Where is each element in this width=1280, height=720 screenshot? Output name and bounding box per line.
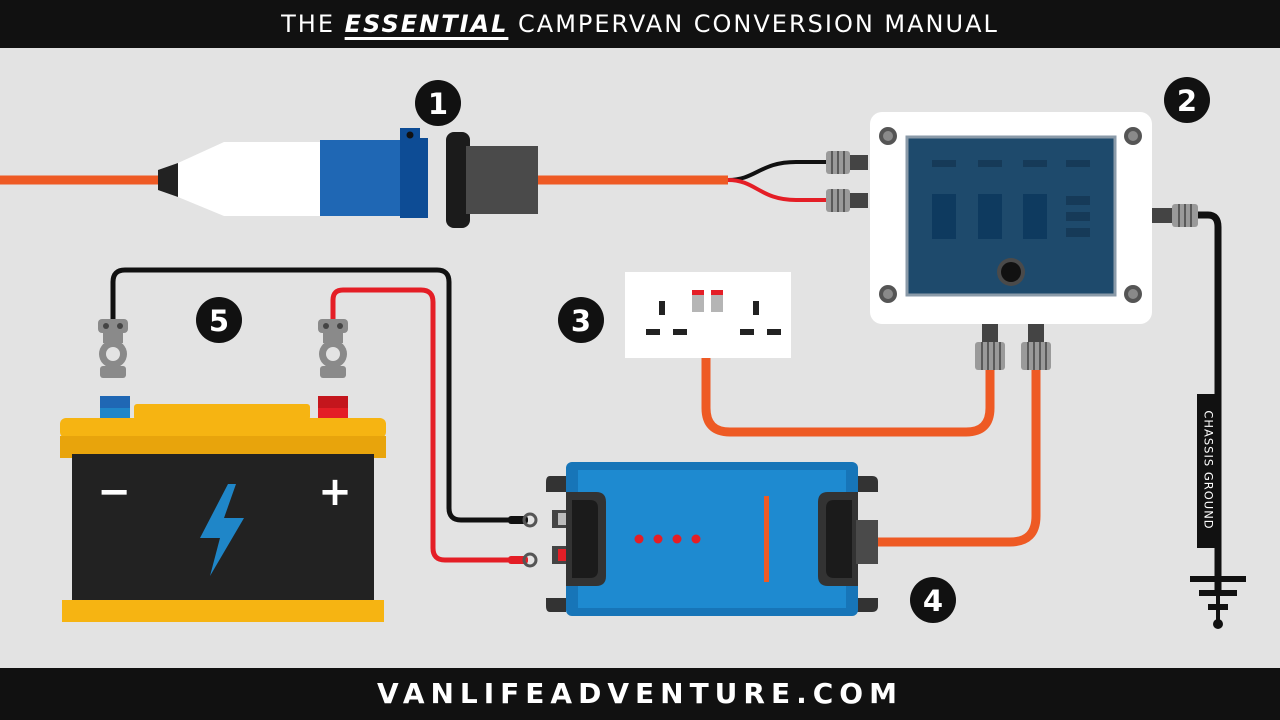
marker-4: 4 xyxy=(910,577,956,623)
battery-negative-wire xyxy=(110,267,510,523)
consumer-unit xyxy=(826,112,1198,370)
title-suffix: CAMPERVAN CONVERSION MANUAL xyxy=(508,10,999,38)
battery-charger xyxy=(508,462,878,616)
svg-text:3: 3 xyxy=(571,304,591,338)
leisure-battery: − + xyxy=(60,319,386,622)
battery-clamp-negative xyxy=(98,319,128,378)
socket-faceplate xyxy=(625,272,791,358)
page-title: THE ESSENTIAL CAMPERVAN CONVERSION MANUA… xyxy=(0,0,1280,48)
inlet-body xyxy=(466,146,538,214)
marker-1: 1 xyxy=(415,80,461,126)
charger-ac-inlet xyxy=(856,520,878,564)
plug-blue-collar xyxy=(400,138,428,218)
chassis-ground-label: CHASSIS GROUND xyxy=(1202,410,1216,529)
battery-positive-sign: + xyxy=(318,469,352,515)
charger-status-leds xyxy=(634,534,701,544)
battery-lid xyxy=(60,418,386,438)
socket-switch-right xyxy=(711,290,723,312)
charger-mounting-tabs xyxy=(546,476,878,612)
consumer-unit-gland-ground xyxy=(1150,204,1198,227)
marker-5: 5 xyxy=(196,297,242,343)
socket-pins-right xyxy=(740,301,781,335)
consumer-unit-gland-socket xyxy=(975,322,1005,370)
marker-2: 2 xyxy=(1164,77,1210,123)
battery-lid-handle xyxy=(134,404,310,420)
consumer-unit-gland-black xyxy=(826,151,868,174)
consumer-unit-black-wire xyxy=(727,160,826,182)
charger-divider-line xyxy=(764,496,769,582)
battery-positive-wire xyxy=(330,287,510,563)
battery-negative-sign: − xyxy=(97,469,131,515)
chassis-ground: CHASSIS GROUND xyxy=(1190,394,1246,629)
svg-text:5: 5 xyxy=(209,304,229,338)
chassis-ground-label-bg xyxy=(1197,394,1219,548)
plug-white-body xyxy=(178,142,320,216)
consumer-unit-test-button xyxy=(1001,262,1021,282)
plug-latch-pin xyxy=(406,131,414,139)
lightning-bolt-icon xyxy=(200,484,244,576)
marker-3: 3 xyxy=(558,297,604,343)
svg-text:2: 2 xyxy=(1177,84,1197,118)
footer-bar xyxy=(0,668,1280,720)
svg-text:1: 1 xyxy=(428,87,448,121)
hookup-inlet xyxy=(446,132,538,228)
mains-socket xyxy=(625,272,791,358)
title-emphasis: ESSENTIAL xyxy=(344,10,509,38)
header-bar xyxy=(0,0,1280,48)
plug-blue-sleeve xyxy=(320,140,402,216)
svg-text:4: 4 xyxy=(923,584,943,618)
hookup-plug xyxy=(158,128,428,218)
battery-clamp-positive xyxy=(318,319,348,378)
socket-cable xyxy=(701,358,995,437)
inlet-flange xyxy=(446,132,470,228)
charger-face xyxy=(578,470,846,608)
socket-pins-left xyxy=(646,301,687,335)
consumer-unit-breakers xyxy=(932,160,1090,239)
charger-cable xyxy=(876,370,1041,547)
battery-base xyxy=(62,600,384,622)
charger-ring-terminals xyxy=(508,512,538,568)
consumer-unit-gland-charger xyxy=(1021,322,1051,370)
consumer-unit-red-wire xyxy=(727,178,826,202)
chassis-ground-wire xyxy=(1198,211,1222,590)
title-prefix: THE xyxy=(281,10,345,38)
plug-cable-boot xyxy=(158,163,178,197)
consumer-unit-screws xyxy=(879,127,1142,303)
footer-url: VANLIFEADVENTURE.COM xyxy=(377,677,903,710)
socket-switch-left xyxy=(692,290,704,312)
consumer-unit-gland-red xyxy=(826,189,868,212)
